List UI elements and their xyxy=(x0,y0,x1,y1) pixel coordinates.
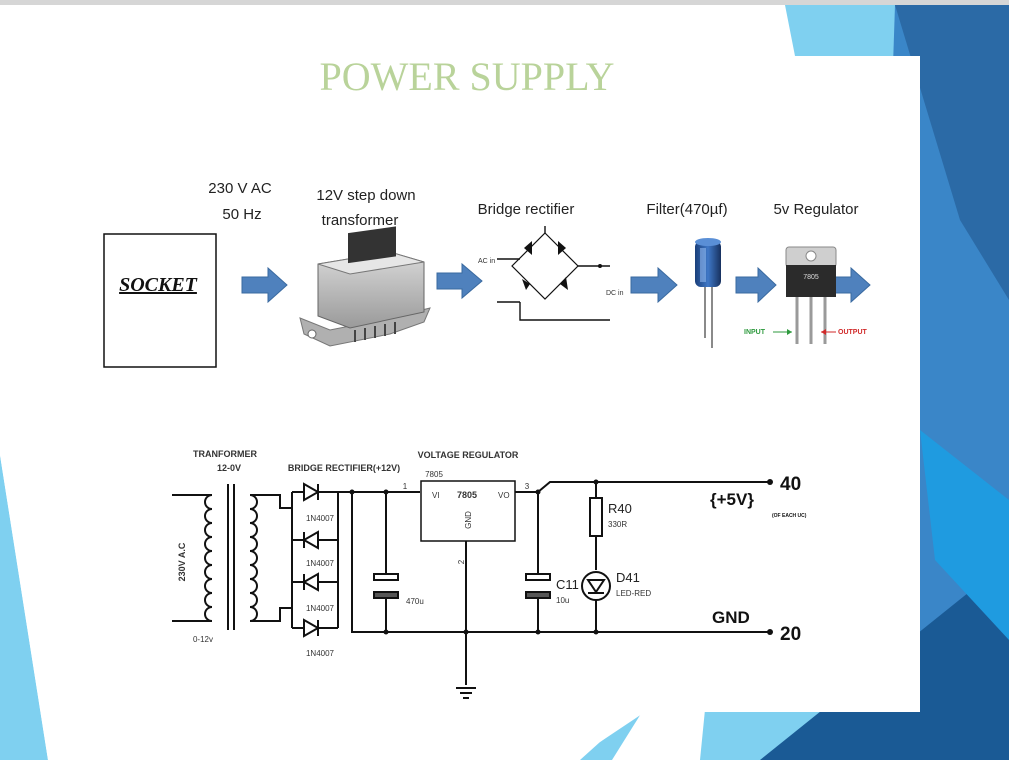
transformer-label-line2: transformer xyxy=(322,212,399,229)
diode-icon xyxy=(292,618,338,638)
resistor-ref: R40 xyxy=(608,501,632,516)
regulator-pin-1: 1 xyxy=(403,482,408,491)
rectifier-dc-in-label: DC in xyxy=(606,290,624,297)
block-diagram: SOCKET 230 V AC 50 Hz 12V step down tran… xyxy=(103,180,871,368)
led-value: LED-RED xyxy=(616,589,651,598)
vout-note: (OF EACH UC) xyxy=(772,513,807,519)
content-panel xyxy=(0,5,920,760)
regulator-gnd-pin: GND xyxy=(464,511,473,529)
transformer-image xyxy=(299,226,431,347)
transformer-label-line1: 12V step down xyxy=(316,187,415,204)
capacitor-icon xyxy=(525,573,551,581)
regulator-pin-3: 3 xyxy=(525,482,530,491)
vout-label: {+5V} xyxy=(710,490,754,509)
resistor-value: 330R xyxy=(608,520,627,529)
diode-label: 1N4007 xyxy=(306,514,335,523)
gnd-label: GND xyxy=(712,608,750,627)
regulator-vo-pin: VO xyxy=(498,491,510,500)
regulator-output-label: OUTPUT xyxy=(838,329,868,336)
regulator-pin-2: 2 xyxy=(457,559,466,564)
diode-icon xyxy=(292,482,338,502)
gnd-pin-number: 20 xyxy=(780,624,801,645)
led-ref: D41 xyxy=(616,570,640,585)
diode-label: 1N4007 xyxy=(306,559,335,568)
regulator-input-label: INPUT xyxy=(744,329,766,336)
rectifier-label: Bridge rectifier xyxy=(478,201,575,218)
filter-label: Filter(470µf) xyxy=(646,201,727,218)
capacitor-image xyxy=(695,238,721,348)
schematic-transformer-title: TRANFORMER xyxy=(193,449,257,459)
flow-arrow-icon xyxy=(436,262,483,300)
schematic-regulator-title: VOLTAGE REGULATOR xyxy=(418,450,519,460)
diode-label: 1N4007 xyxy=(306,604,335,613)
flow-arrow-icon xyxy=(735,266,777,304)
capacitor-icon xyxy=(373,573,399,581)
diode-icon xyxy=(292,530,338,550)
supply-voltage-label: 230 V AC xyxy=(208,180,272,197)
ground-icon xyxy=(456,687,476,699)
slide-title: POWER SUPPLY xyxy=(320,54,615,99)
diode-label: 1N4007 xyxy=(306,649,335,658)
resistor-icon xyxy=(589,497,603,537)
regulator-label: 5v Regulator xyxy=(773,201,858,218)
input-capacitor-value: 470u xyxy=(406,597,424,606)
bridge-rectifier-image: AC in DC in xyxy=(478,226,624,321)
diode-icon xyxy=(292,572,338,592)
output-capacitor-value: 10u xyxy=(556,596,569,605)
led-icon xyxy=(581,571,611,601)
socket-label: SOCKET xyxy=(119,274,198,296)
flow-arrow-icon xyxy=(630,266,678,304)
schematic-rectifier-title: BRIDGE RECTIFIER(+12V) xyxy=(288,463,400,473)
schematic-transformer-rating: 12-0V xyxy=(217,463,241,473)
regulator-vi-pin: VI xyxy=(432,491,440,500)
schematic-regulator-part: 7805 xyxy=(425,470,443,479)
secondary-voltage-label: 0-12v xyxy=(193,635,213,644)
primary-voltage-label: 230V A.C xyxy=(177,542,187,581)
regulator-block xyxy=(420,480,516,542)
output-capacitor-ref: C11 xyxy=(556,577,579,592)
supply-frequency-label: 50 Hz xyxy=(222,206,261,223)
vout-pin-number: 40 xyxy=(780,474,801,495)
regulator-chip-label: 7805 xyxy=(803,274,819,281)
regulator-image: 7805 INPUT OUTPUT xyxy=(744,246,868,344)
regulator-chip-name: 7805 xyxy=(457,490,477,500)
flow-arrow-icon xyxy=(241,266,288,304)
rectifier-ac-in-label: AC in xyxy=(478,258,495,265)
circuit-schematic: TRANFORMER 12-0V BRIDGE RECTIFIER(+12V) … xyxy=(172,449,807,699)
socket-box xyxy=(103,233,217,368)
